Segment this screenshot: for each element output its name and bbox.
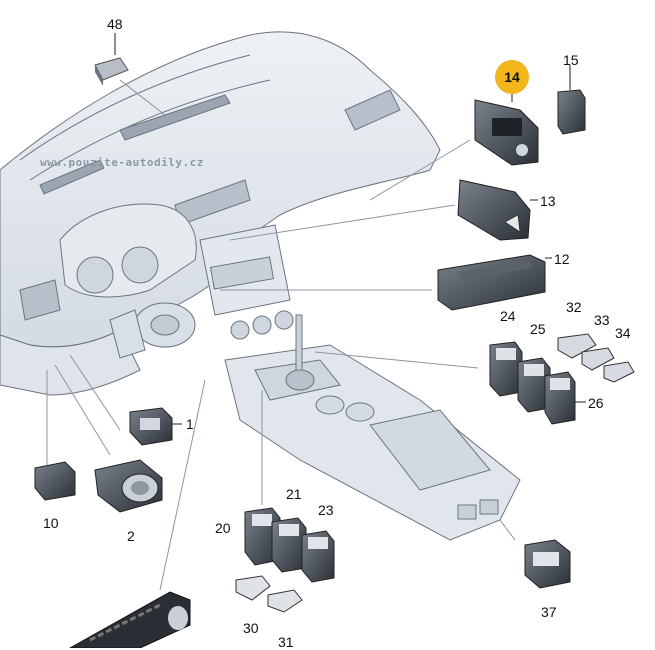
watermark-text: www.pouzite-autodily.cz	[40, 156, 204, 169]
center-console	[224, 314, 521, 541]
callout-26: 26	[588, 395, 604, 411]
callout-30: 30	[243, 620, 259, 636]
part-25	[517, 357, 551, 413]
part-31	[267, 589, 303, 613]
part-13	[457, 179, 531, 241]
part-30	[235, 575, 271, 601]
part-1	[129, 407, 173, 446]
part-14	[474, 99, 539, 166]
callout-12: 12	[554, 251, 570, 267]
part-15	[557, 89, 586, 135]
callout-1: 1	[186, 416, 194, 432]
part-26	[544, 371, 576, 425]
part-33	[581, 347, 615, 371]
callout-20: 20	[215, 520, 231, 536]
callout-32: 32	[566, 299, 582, 315]
callout-14-highlighted: 14	[495, 60, 529, 94]
steering-wheel	[109, 302, 196, 359]
callout-10: 10	[43, 515, 59, 531]
callout-21: 21	[286, 486, 302, 502]
part-23	[301, 530, 335, 583]
callout-15: 15	[563, 52, 579, 68]
callout-23: 23	[318, 502, 334, 518]
leader-lines	[46, 79, 516, 591]
callout-31: 31	[278, 634, 294, 650]
part-37	[524, 539, 571, 589]
part-12	[437, 254, 546, 311]
callout-33: 33	[594, 312, 610, 328]
callout-34: 34	[615, 325, 631, 341]
part-10	[34, 461, 76, 501]
part-34	[603, 361, 635, 383]
callout-24: 24	[500, 308, 516, 324]
dashboard-body	[0, 31, 441, 396]
climate-control-unit	[68, 591, 191, 648]
callout-48: 48	[107, 16, 123, 32]
part-48	[94, 57, 129, 86]
part-24	[489, 341, 523, 397]
callout-37: 37	[541, 604, 557, 620]
callout-25: 25	[530, 321, 546, 337]
part-2	[94, 459, 163, 513]
callout-2: 2	[127, 528, 135, 544]
callout-13: 13	[540, 193, 556, 209]
part-21	[271, 517, 307, 573]
